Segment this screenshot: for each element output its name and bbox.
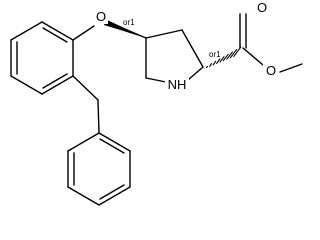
bond: [10, 75, 43, 95]
carbonyl-oxygen-label: O: [257, 0, 267, 15]
structure-diagram: O NH O O or1 or1: [10, 0, 303, 206]
ether-oxygen-label: O: [96, 9, 106, 24]
bond: [145, 77, 167, 83]
wedge-bond: [104, 19, 146, 38]
bond: [97, 99, 100, 134]
bond-layer: [10, 13, 303, 206]
ester-oxygen-label: O: [266, 63, 276, 78]
bond: [279, 63, 303, 73]
aromatic-inner-bond: [42, 27, 68, 43]
bond: [242, 47, 264, 66]
c2-stereo-label: or1: [209, 50, 221, 59]
bond: [72, 75, 99, 101]
aromatic-inner-bond: [42, 73, 68, 89]
c4-stereo-label: or1: [123, 18, 135, 27]
stereo-bond-layer: [104, 19, 242, 69]
bond: [67, 186, 100, 206]
ring-nitrogen-label: NH: [168, 77, 187, 92]
bond: [98, 186, 131, 206]
bond: [41, 21, 74, 41]
bond: [145, 29, 183, 39]
bond: [10, 21, 43, 41]
bond: [41, 75, 74, 95]
atom-label-layer: O NH O O or1 or1: [94, 0, 279, 92]
bond: [98, 132, 131, 152]
bond: [72, 25, 95, 41]
bond: [187, 66, 204, 81]
bond: [67, 132, 100, 152]
hashed-wedge-bond: [205, 46, 242, 69]
aromatic-inner-bond: [99, 138, 125, 154]
bond: [181, 29, 204, 68]
aromatic-inner-bond: [99, 184, 125, 200]
